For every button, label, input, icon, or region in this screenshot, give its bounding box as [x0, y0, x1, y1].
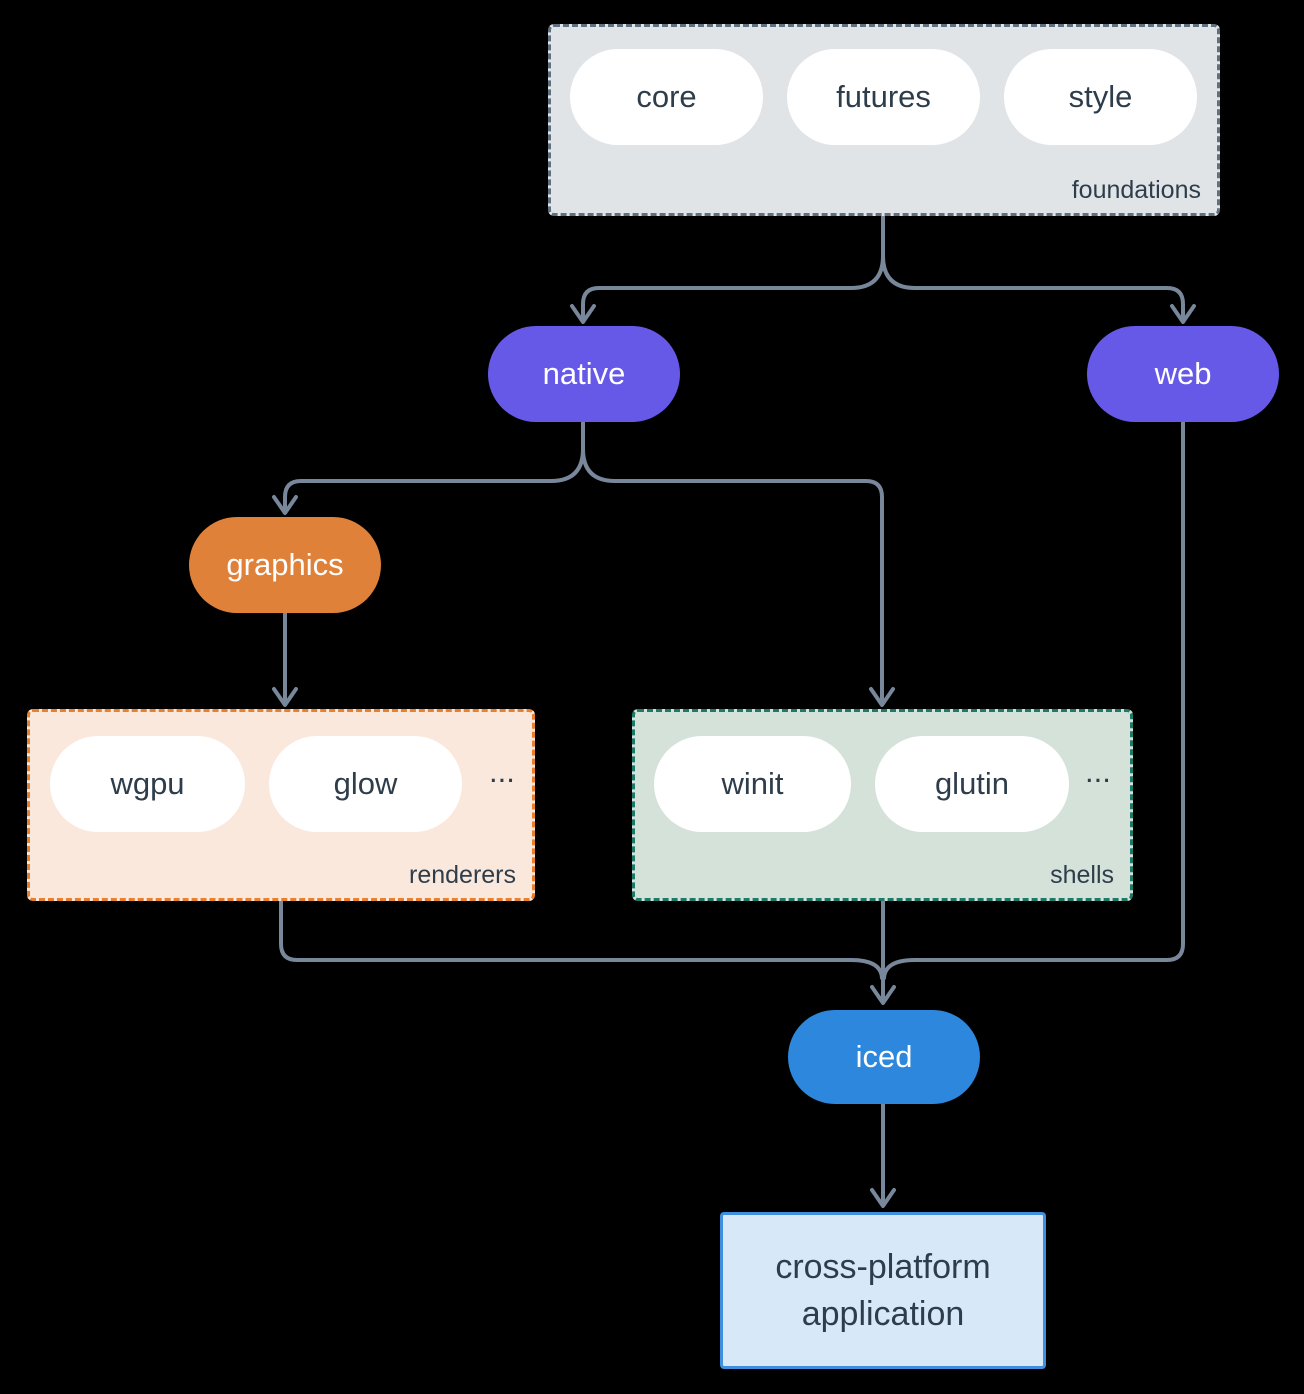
edge-native-shells	[581, 421, 884, 705]
edge-renderers-iced	[279, 899, 884, 980]
node-web: web	[1087, 326, 1279, 422]
renderers-label: renderers	[409, 861, 516, 889]
node-cross-platform-application: cross-platform application	[720, 1212, 1046, 1369]
node-winit: winit	[654, 736, 851, 832]
edge-web-iced	[882, 420, 1185, 980]
arrowhead-iced	[870, 985, 896, 1005]
shells-group: winit glutin ... shells	[632, 709, 1133, 901]
foundations-label: foundations	[1071, 176, 1201, 204]
edge-foundations-native	[581, 214, 885, 322]
arrowhead-shells	[869, 687, 895, 707]
arrowhead-graphics	[272, 495, 298, 515]
shells-ellipsis: ...	[1085, 754, 1111, 789]
node-glutin: glutin	[875, 736, 1069, 832]
renderers-group: wgpu glow ... renderers	[27, 709, 535, 901]
edge-native-graphics	[283, 421, 585, 513]
node-glow: glow	[269, 736, 462, 832]
arrowhead-web	[1170, 304, 1196, 324]
node-iced: iced	[788, 1010, 980, 1104]
foundations-group: core futures style foundations	[548, 24, 1220, 216]
node-wgpu: wgpu	[50, 736, 245, 832]
node-style: style	[1004, 49, 1197, 145]
node-native: native	[488, 326, 680, 422]
arrowhead-application	[870, 1188, 896, 1208]
node-graphics: graphics	[189, 517, 381, 613]
edge-foundations-web	[881, 214, 1185, 322]
shells-label: shells	[1050, 861, 1114, 889]
arrowhead-native	[570, 304, 596, 324]
node-futures: futures	[787, 49, 980, 145]
renderers-ellipsis: ...	[489, 754, 515, 789]
arrowhead-renderers	[272, 687, 298, 707]
node-core: core	[570, 49, 763, 145]
